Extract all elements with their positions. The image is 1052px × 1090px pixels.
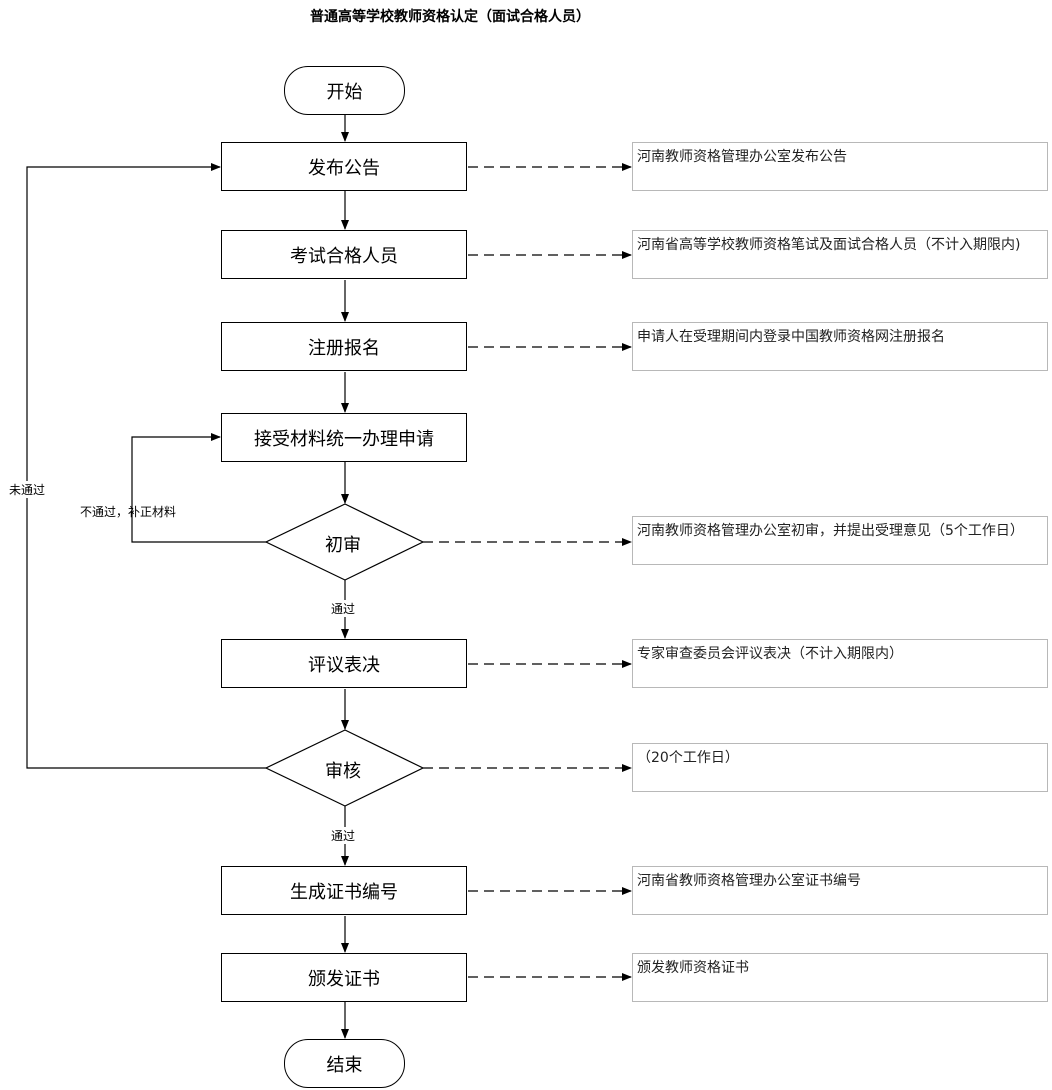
step-publish: 发布公告 xyxy=(221,142,467,191)
step-generate: 生成证书编号 xyxy=(221,866,467,915)
step-evaluate: 评议表决 xyxy=(221,639,467,688)
note-publish: 河南教师资格管理办公室发布公告 xyxy=(632,142,1048,191)
decision-initial-review-label: 初审 xyxy=(325,535,361,556)
edge-label-passed-2: 通过 xyxy=(331,827,356,844)
end-node: 结束 xyxy=(284,1039,405,1088)
edge-label-supplement: 不通过，补正材料 xyxy=(80,505,177,519)
note-register: 申请人在受理期间内登录中国教师资格网注册报名 xyxy=(632,322,1048,371)
diamond-audit xyxy=(264,729,425,807)
page-title: 普通高等学校教师资格认定（面试合格人员） xyxy=(310,9,590,25)
note-initial-review: 河南教师资格管理办公室初审，并提出受理意见（5个工作日） xyxy=(632,516,1048,565)
step-qualified: 考试合格人员 xyxy=(221,230,467,279)
decision-audit-label: 审核 xyxy=(325,761,361,782)
loop-not-passed xyxy=(26,163,266,769)
diamond-initial-review xyxy=(264,503,425,581)
note-generate: 河南省教师资格管理办公室证书编号 xyxy=(632,866,1048,915)
step-register: 注册报名 xyxy=(221,322,467,371)
step-issue: 颁发证书 xyxy=(221,953,467,1002)
start-node: 开始 xyxy=(284,66,405,115)
edge-label-passed-1: 通过 xyxy=(331,600,356,617)
note-qualified: 河南省高等学校教师资格笔试及面试合格人员（不计入期限内) xyxy=(632,230,1048,279)
loop-supplement xyxy=(131,433,266,543)
step-accept: 接受材料统一办理申请 xyxy=(221,413,467,462)
note-audit: （20个工作日） xyxy=(632,743,1048,792)
edge-label-not-passed: 未通过 xyxy=(9,481,46,498)
note-evaluate: 专家审查委员会评议表决（不计入期限内） xyxy=(632,639,1048,688)
note-issue: 颁发教师资格证书 xyxy=(632,953,1048,1002)
